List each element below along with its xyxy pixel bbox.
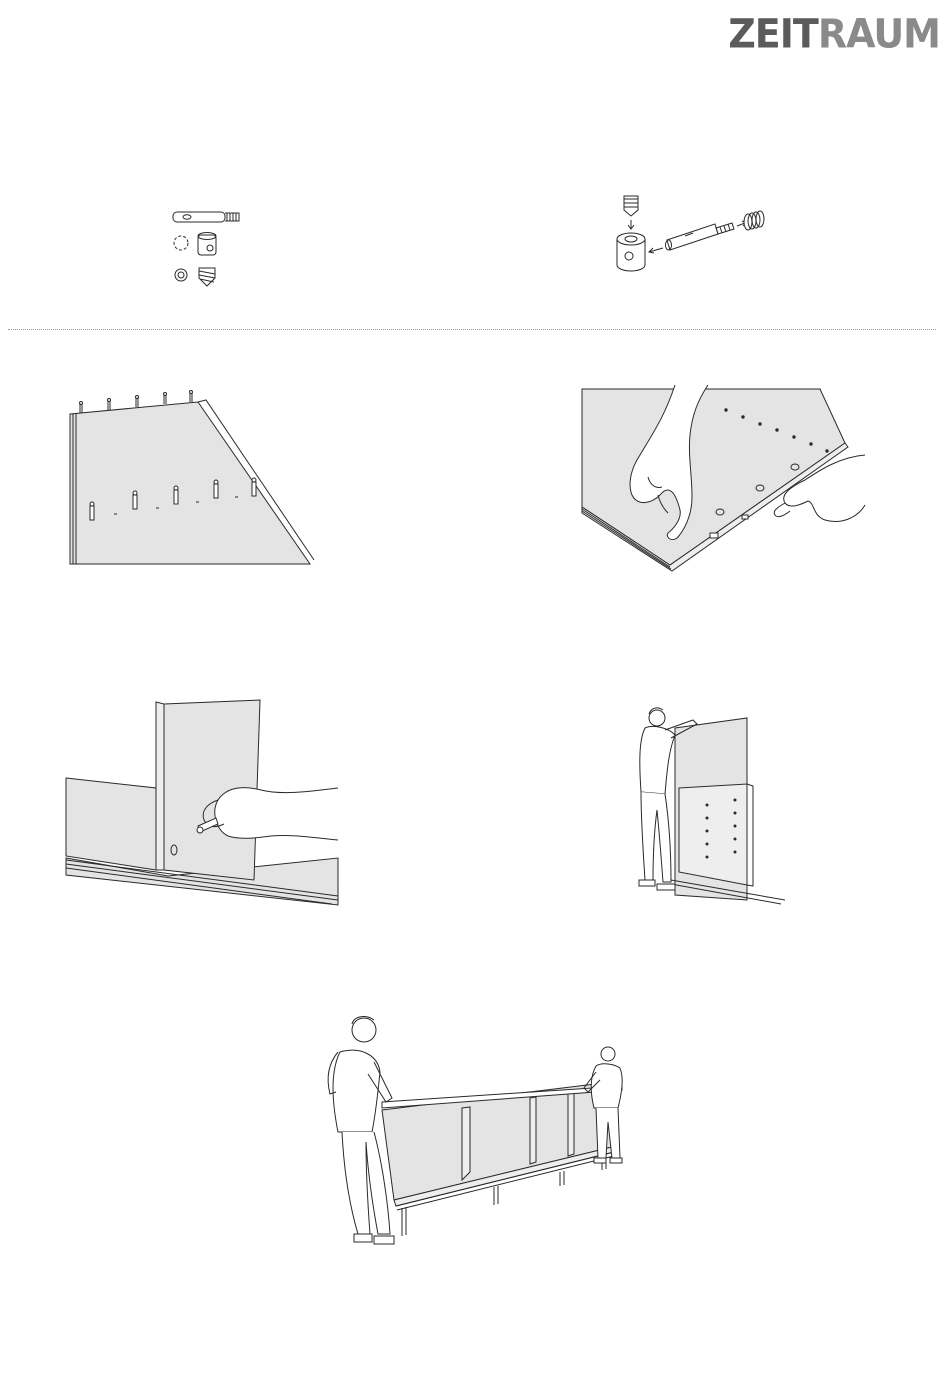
threaded-insert-icon bbox=[624, 196, 638, 216]
person-left-icon bbox=[328, 1017, 394, 1244]
barrel-nut-icon bbox=[617, 233, 645, 271]
section-divider bbox=[8, 329, 936, 330]
cam-ring-icon bbox=[174, 236, 188, 250]
brand-part-2: RAUM bbox=[818, 11, 940, 57]
nut-icon bbox=[175, 269, 187, 281]
fitting-exploded-illustration bbox=[605, 190, 780, 280]
spring-insert-icon bbox=[744, 211, 764, 230]
step-insert-bolts-illustration bbox=[66, 392, 314, 567]
step-two-people-top-illustration bbox=[322, 1012, 632, 1252]
brand-part-1: ZEIT bbox=[728, 11, 818, 57]
step-hand-insert-illustration bbox=[580, 385, 865, 580]
fitting-parts-illustration bbox=[165, 203, 255, 293]
threaded-insert-icon bbox=[199, 268, 215, 286]
arrow-left bbox=[649, 248, 663, 253]
step-person-panel-illustration bbox=[635, 700, 790, 905]
brand-logo: ZEITRAUM bbox=[728, 14, 940, 54]
arrow-down bbox=[628, 220, 634, 229]
connector-bolt-icon bbox=[666, 223, 735, 250]
dowel-pin-icon bbox=[173, 212, 239, 222]
barrel-nut-icon bbox=[198, 233, 216, 256]
step-hand-tighten-illustration bbox=[66, 700, 338, 910]
